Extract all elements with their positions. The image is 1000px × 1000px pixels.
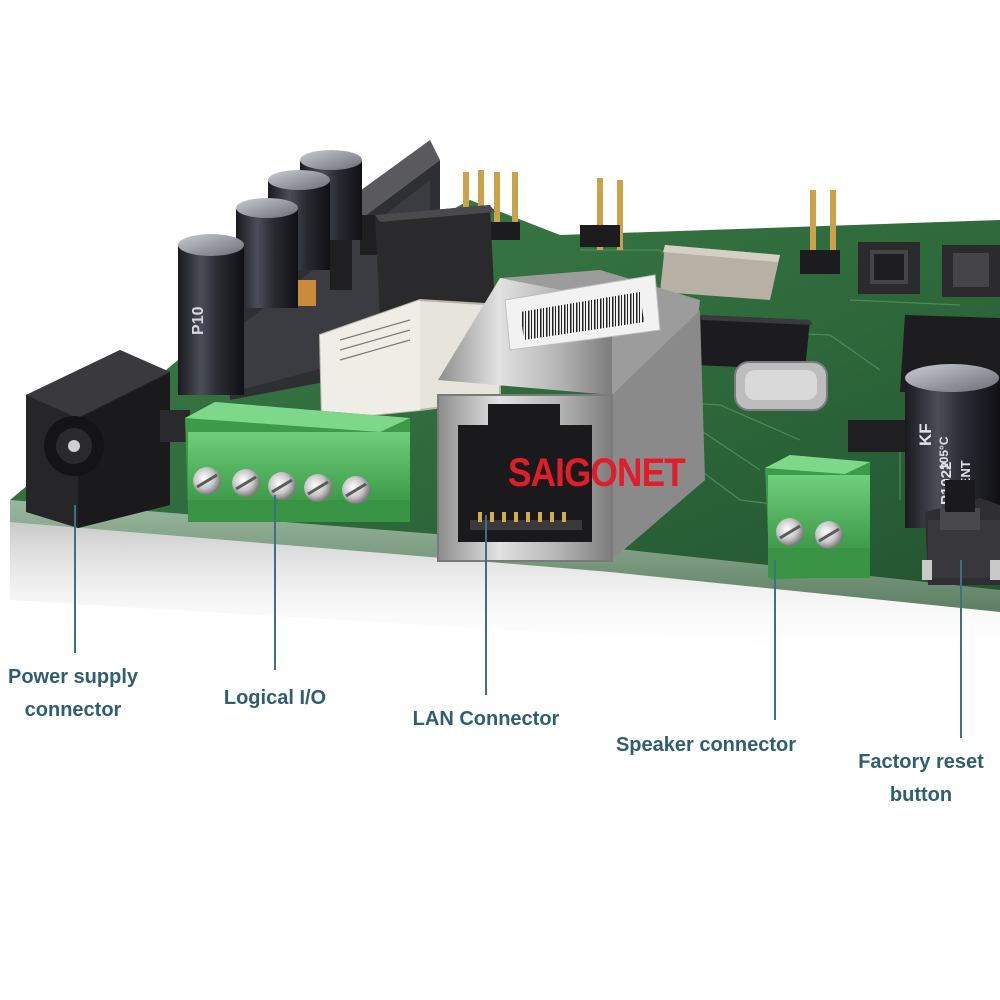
chip-main — [695, 315, 812, 370]
label-factory-reset-line2: button — [889, 784, 953, 806]
capacitor-marking-kf: KF — [916, 423, 935, 446]
leader-logical-io — [274, 495, 276, 670]
label-speaker-connector-text: Speaker connector — [615, 734, 797, 756]
capacitor-marking-temp: 105°C — [937, 436, 951, 470]
label-logical-io: Logical I/O — [214, 682, 336, 715]
tactile-button-2 — [942, 245, 1000, 297]
speaker-terminal-block — [765, 455, 870, 580]
crystal-oscillator — [734, 361, 828, 411]
capacitor-small-3 — [236, 198, 298, 308]
logical-io-terminal-block — [185, 402, 410, 522]
label-power-supply-line1: Power supply — [7, 666, 139, 688]
power-jack — [26, 350, 190, 528]
label-speaker-connector: Speaker connector — [608, 729, 804, 762]
lan-connector-rj45 — [437, 270, 705, 562]
small-chip — [848, 420, 908, 452]
factory-reset-button — [922, 480, 1000, 585]
header-pins — [463, 170, 840, 274]
leader-power-supply — [74, 505, 76, 653]
label-lan-connector: LAN Connector — [406, 703, 566, 736]
leader-factory-reset — [960, 560, 962, 738]
component-silver — [660, 245, 780, 300]
label-logical-io-text: Logical I/O — [223, 687, 327, 709]
label-lan-connector-text: LAN Connector — [412, 708, 560, 730]
label-factory-reset-line1: Factory reset — [858, 751, 984, 773]
inductor — [375, 205, 495, 320]
tactile-button-1 — [858, 242, 920, 294]
label-power-supply-line2: connector — [24, 699, 122, 721]
label-factory-reset-button: Factory reset button — [852, 746, 990, 812]
label-power-supply-connector: Power supply connector — [0, 661, 146, 727]
leader-speaker-connector — [774, 560, 776, 720]
saigonet-watermark: SAIGONET — [508, 451, 686, 495]
capacitor-left: P10 — [178, 234, 244, 395]
leader-lan-connector — [485, 515, 487, 695]
relay — [318, 298, 501, 422]
capacitor-left-marking: P10 — [190, 306, 207, 335]
